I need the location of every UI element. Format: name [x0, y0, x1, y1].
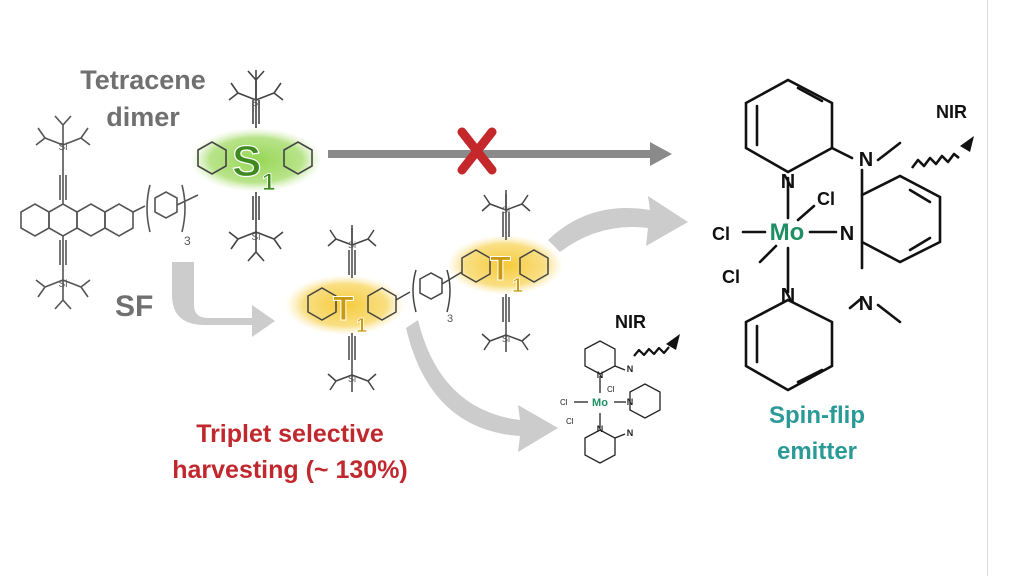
si-label-t-left-bottom: Si	[348, 374, 356, 384]
right-edge-divider	[987, 0, 988, 576]
n-atom-center: N	[840, 223, 854, 245]
n-amine-top: N	[859, 149, 873, 171]
nir-label-small: NIR	[615, 312, 646, 332]
n-atom-top: N	[781, 171, 795, 193]
cl-atom-top: Cl	[817, 189, 835, 209]
cross-mark-icon	[457, 127, 497, 175]
tetracene-label-line2: dimer	[106, 102, 180, 132]
tetracene-monomer-right	[197, 70, 313, 262]
n-amine-bottom: N	[859, 293, 873, 315]
wavy-nir-arrow-small-icon	[633, 346, 670, 357]
s1-state-letter: S	[232, 137, 261, 186]
small-n-center: N	[627, 397, 634, 407]
cl-atom-left: Cl	[712, 224, 730, 244]
small-cl-top: Cl	[607, 385, 615, 394]
tetracene-monomer-left	[20, 115, 199, 310]
triplet-label-line2: harvesting (~ 130%)	[172, 456, 408, 484]
s1-glow	[190, 128, 322, 192]
nir-label-large: NIR	[936, 102, 967, 122]
cl-atom-bottom: Cl	[722, 267, 740, 287]
repeat-subscript-triplet: 3	[447, 313, 453, 325]
tetracene-label-line1: Tetracene	[80, 65, 206, 95]
small-n-amine-bottom: N	[627, 428, 634, 438]
sf-label: SF	[115, 290, 153, 323]
triplet-label-line1: Triplet selective	[196, 420, 384, 448]
nir-arrowhead-large	[960, 136, 974, 152]
triplet-dimer-structure	[307, 190, 549, 392]
t1-glow-left	[285, 275, 405, 335]
si-label-t-right-top: Si	[502, 205, 510, 215]
si-label-t-right-bottom: Si	[502, 334, 510, 344]
small-n-bottom: N	[597, 424, 604, 434]
small-mo-atom: Mo	[592, 397, 608, 409]
si-label-left-top: Si	[59, 142, 68, 153]
si-label-right-top: Si	[252, 98, 261, 109]
t1-left-letter: T	[333, 290, 354, 328]
wavy-nir-arrow-icon	[910, 152, 960, 169]
t1-right-letter: T	[490, 250, 511, 288]
small-cl-left: Cl	[560, 398, 568, 407]
spinflip-label-line2: emitter	[777, 438, 857, 465]
repeat-subscript-left: 3	[184, 234, 191, 248]
s1-state-subscript: 1	[262, 169, 275, 196]
nir-arrowhead-small	[666, 334, 680, 350]
mo-atom: Mo	[770, 219, 805, 246]
small-n-top: N	[597, 370, 604, 380]
n-atom-bottom: N	[781, 285, 795, 307]
t1-right-subscript: 1	[512, 275, 523, 297]
small-cl-bottom: Cl	[566, 417, 574, 426]
transfer-arrow-lower	[406, 320, 558, 452]
mo-complex-small	[574, 340, 661, 464]
si-label-right-bottom: Si	[252, 232, 261, 243]
blocked-arrow	[328, 142, 672, 166]
transfer-arrow-upper	[548, 196, 688, 252]
si-label-t-left-top: Si	[348, 240, 356, 250]
si-label-left-bottom: Si	[59, 279, 68, 290]
sf-arrow	[172, 262, 275, 337]
t1-left-subscript: 1	[356, 315, 367, 337]
spinflip-label-line1: Spin-flip	[769, 402, 865, 429]
mo-complex-large	[741, 78, 942, 392]
small-n-amine-top: N	[627, 364, 634, 374]
